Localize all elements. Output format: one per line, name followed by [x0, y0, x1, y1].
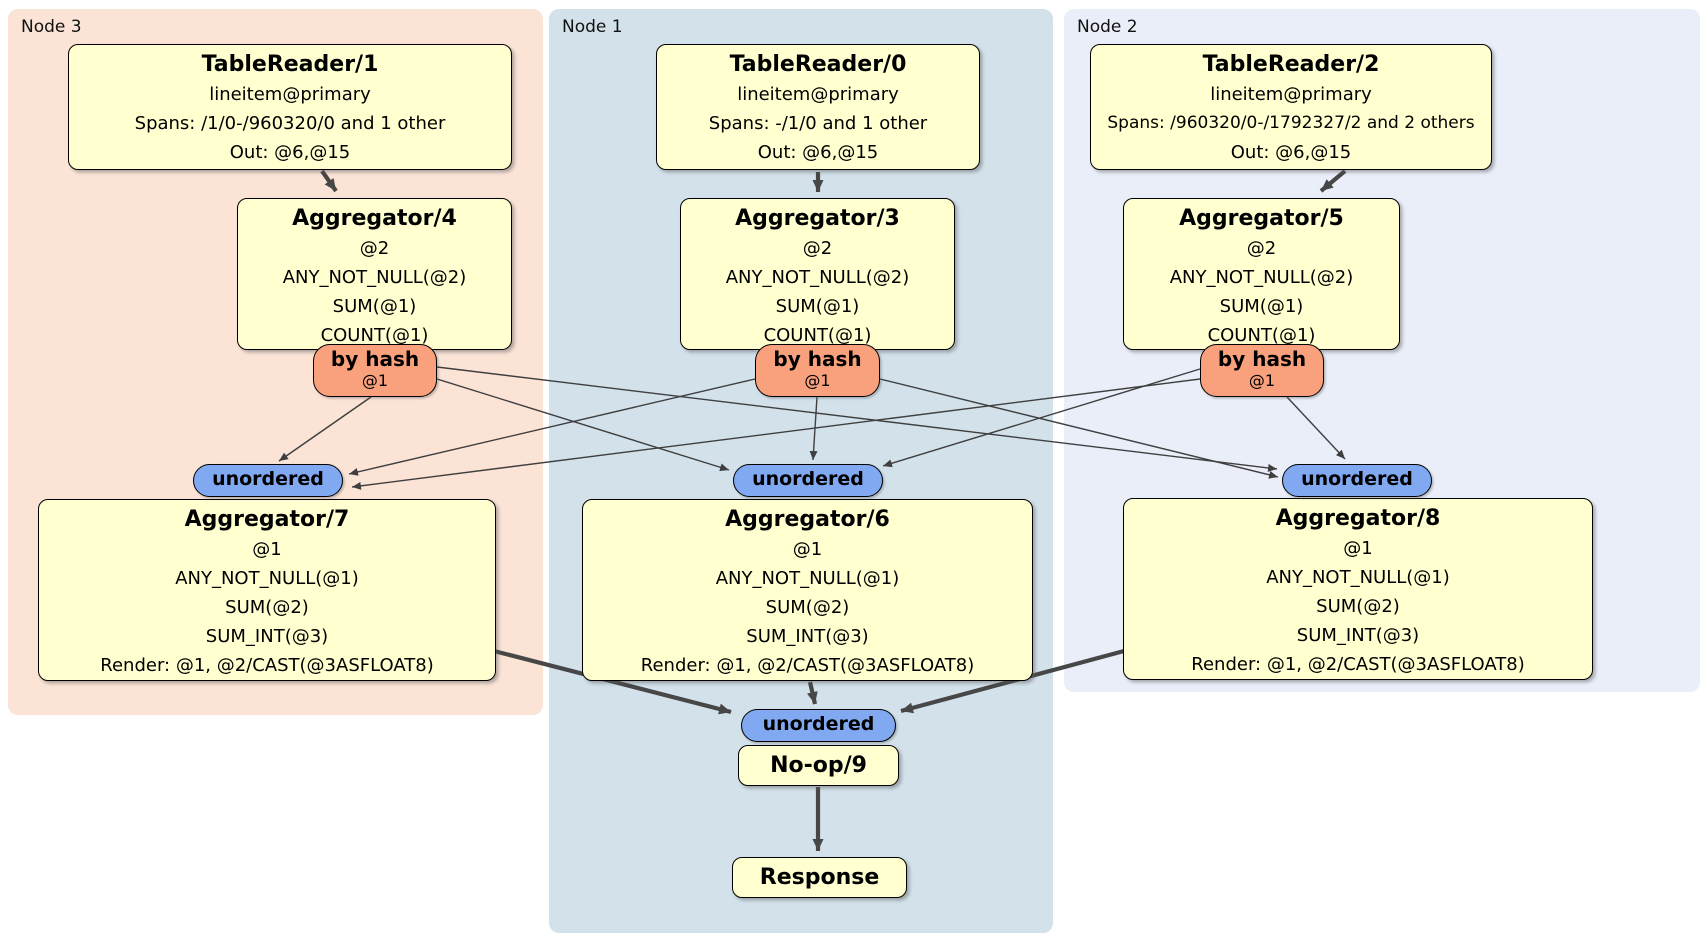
box-line: Render: @1, @2/CAST(@3ASFLOAT8): [1191, 654, 1525, 675]
region-node-3-label: Node 3: [21, 17, 82, 37]
box-line: Render: @1, @2/CAST(@3ASFLOAT8): [100, 655, 434, 676]
box-line: ANY_NOT_NULL(@1): [1266, 567, 1450, 588]
router-detail: @1: [361, 371, 389, 390]
box-line: SUM(@2): [225, 597, 309, 618]
box-line: SUM(@1): [1219, 296, 1304, 317]
box-line: Out: @6,@15: [229, 142, 351, 163]
box-title: TableReader/2: [1202, 52, 1380, 77]
box-aggregator-5: Aggregator/5 @2 ANY_NOT_NULL(@2) SUM(@1)…: [1123, 198, 1400, 350]
box-aggregator-6: Aggregator/6 @1 ANY_NOT_NULL(@1) SUM(@2)…: [582, 499, 1033, 681]
box-line: @2: [1246, 238, 1277, 259]
box-aggregator-3: Aggregator/3 @2 ANY_NOT_NULL(@2) SUM(@1)…: [680, 198, 955, 350]
box-line: ANY_NOT_NULL(@2): [725, 267, 910, 288]
box-line: @1: [252, 539, 282, 560]
box-line: ANY_NOT_NULL(@1): [175, 568, 359, 589]
box-title: Aggregator/4: [292, 206, 457, 231]
box-tablereader-0: TableReader/0 lineitem@primary Spans: -/…: [656, 44, 980, 170]
router-detail: @1: [804, 371, 831, 390]
box-tablereader-1: TableReader/1 lineitem@primary Spans: /1…: [68, 44, 512, 170]
sync-unordered-node2: unordered: [1282, 464, 1432, 497]
box-line: lineitem@primary: [209, 84, 371, 105]
box-line: @2: [802, 238, 833, 259]
sync-unordered-node1: unordered: [733, 464, 883, 497]
router-label: by hash: [330, 347, 420, 371]
box-line: SUM_INT(@3): [205, 626, 329, 647]
box-line: Out: @6,@15: [757, 142, 879, 163]
box-line: Out: @6,@15: [1230, 142, 1352, 163]
box-line: ANY_NOT_NULL(@2): [1169, 267, 1354, 288]
box-line: ANY_NOT_NULL(@1): [715, 568, 900, 589]
box-line: ANY_NOT_NULL(@2): [282, 267, 467, 288]
box-line: Spans: /1/0-/960320/0 and 1 other: [134, 113, 446, 134]
box-title: Aggregator/3: [735, 206, 900, 231]
box-line: COUNT(@1): [1207, 325, 1316, 346]
region-node-2-label: Node 2: [1077, 17, 1138, 37]
router-label: by hash: [1217, 347, 1307, 371]
box-line: lineitem@primary: [737, 84, 899, 105]
box-title: Aggregator/6: [725, 507, 890, 532]
box-aggregator-8: Aggregator/8 @1 ANY_NOT_NULL(@1) SUM(@2)…: [1123, 498, 1593, 680]
box-line: SUM(@1): [775, 296, 860, 317]
box-title: TableReader/1: [201, 52, 379, 77]
sync-unordered-node3: unordered: [193, 464, 343, 497]
box-title: Aggregator/5: [1179, 206, 1344, 231]
box-line: Spans: -/1/0 and 1 other: [708, 113, 928, 134]
box-line: SUM(@2): [1316, 596, 1400, 617]
router-by-hash-node2: by hash @1: [1200, 344, 1324, 397]
box-line: SUM(@2): [765, 597, 850, 618]
region-node-1-label: Node 1: [562, 17, 623, 37]
box-aggregator-7: Aggregator/7 @1 ANY_NOT_NULL(@1) SUM(@2)…: [38, 499, 496, 681]
box-aggregator-4: Aggregator/4 @2 ANY_NOT_NULL(@2) SUM(@1)…: [237, 198, 512, 350]
box-title: TableReader/0: [729, 52, 907, 77]
sync-unordered-final: unordered: [741, 709, 896, 742]
box-line: SUM_INT(@3): [746, 626, 869, 647]
box-title: Aggregator/8: [1275, 506, 1441, 531]
box-title: Response: [759, 865, 880, 890]
box-line: Spans: /960320/0-/1792327/2 and 2 others: [1107, 113, 1475, 133]
box-line: COUNT(@1): [320, 325, 429, 346]
box-line: lineitem@primary: [1210, 84, 1372, 105]
box-noop-9: No-op/9: [738, 745, 899, 786]
box-response: Response: [732, 857, 907, 898]
router-label: by hash: [773, 347, 862, 371]
box-tablereader-2: TableReader/2 lineitem@primary Spans: /9…: [1090, 44, 1492, 170]
router-by-hash-node3: by hash @1: [313, 344, 437, 397]
box-line: @2: [359, 238, 390, 259]
box-line: Render: @1, @2/CAST(@3ASFLOAT8): [640, 655, 975, 676]
box-line: SUM_INT(@3): [1296, 625, 1420, 646]
box-line: @1: [792, 539, 823, 560]
router-detail: @1: [1248, 371, 1276, 390]
router-by-hash-node1: by hash @1: [755, 344, 880, 397]
box-title: No-op/9: [770, 753, 867, 778]
box-line: COUNT(@1): [763, 325, 872, 346]
box-title: Aggregator/7: [184, 507, 350, 532]
box-line: @1: [1343, 538, 1373, 559]
box-line: SUM(@1): [332, 296, 417, 317]
